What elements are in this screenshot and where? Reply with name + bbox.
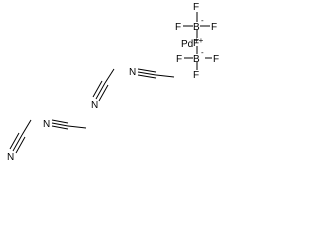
atom-b: B	[193, 54, 200, 65]
atom-f-left: F	[176, 54, 182, 65]
methyl-bond	[104, 68, 115, 84]
tetrafluoroborate-bottom: F B - F F	[176, 46, 219, 81]
triple-bond-line	[137, 68, 157, 73]
triple-bond-line	[137, 74, 157, 79]
triple-bond-line	[15, 136, 26, 154]
triple-bond-line	[92, 80, 103, 98]
atom-n: N	[7, 152, 14, 163]
atom-n: N	[129, 67, 136, 78]
triple-bond-line	[137, 71, 157, 76]
acetonitrile-2: N	[91, 68, 115, 111]
methyl-bond	[67, 125, 87, 129]
triple-bond-line	[9, 132, 20, 150]
charge-minus: -	[201, 16, 204, 25]
charge-plus: ++	[194, 36, 204, 45]
atom-n: N	[91, 100, 98, 111]
acetonitrile-1: N	[129, 67, 175, 79]
atom-b: B	[193, 22, 200, 33]
methyl-bond	[155, 74, 175, 78]
atom-n: N	[43, 119, 50, 130]
atom-f-top: F	[193, 2, 199, 13]
atom-f-down: F	[193, 70, 199, 81]
charge-minus: -	[201, 48, 204, 57]
triple-bond-line	[51, 119, 69, 124]
acetonitrile-4: N	[7, 119, 32, 163]
triple-bond-line	[51, 125, 69, 130]
triple-bond-line	[95, 82, 106, 100]
atom-f-down: F	[193, 38, 199, 49]
atom-pd: Pd	[181, 39, 193, 50]
triple-bond-line	[51, 122, 69, 127]
acetonitrile-3: N	[43, 119, 87, 130]
triple-bond-line	[98, 84, 109, 102]
atom-f-right: F	[213, 54, 219, 65]
chemical-structure: F F B - F F Pd ++ F B - F F N N	[7, 2, 219, 163]
palladium-cation: Pd ++	[181, 36, 204, 50]
triple-bond-line	[12, 134, 23, 152]
atom-f-left: F	[175, 22, 181, 33]
tetrafluoroborate-top: F F B - F F	[175, 2, 217, 49]
methyl-bond	[21, 119, 32, 136]
atom-f-right: F	[211, 22, 217, 33]
